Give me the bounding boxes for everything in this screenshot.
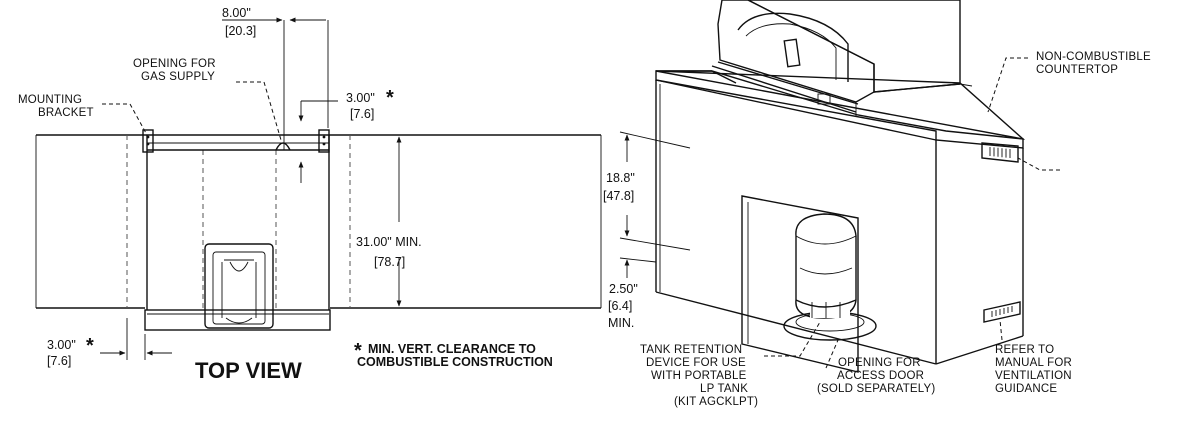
label-ventilation-4: GUIDANCE <box>995 383 1057 395</box>
note-line-2: COMBUSTIBLE CONSTRUCTION <box>357 355 553 369</box>
dim-top-clearance: 3.00" <box>346 91 375 105</box>
label-access-door-2: ACCESS DOOR <box>837 370 924 382</box>
dim-depth-cm: [78.7] <box>374 255 405 269</box>
dim-8in: 8.00" <box>222 6 251 20</box>
label-access-door-3: (SOLD SEPARATELY) <box>817 383 935 395</box>
lp-tank-outline <box>204 243 274 329</box>
label-countertop-2: COUNTERTOP <box>1036 64 1118 76</box>
dim-depth: 31.00" MIN. <box>356 235 422 249</box>
lp-tank <box>783 213 877 341</box>
label-tank-retention-1: TANK RETENTION <box>640 344 742 356</box>
top-view-title: TOP VIEW <box>195 358 302 383</box>
dim-height-cm: [47.8] <box>603 189 634 203</box>
dim-top-clearance-cm: [7.6] <box>350 107 374 121</box>
top-clearance-star: * <box>386 87 394 109</box>
dim-left-clearance-cm: [7.6] <box>47 354 71 368</box>
bottom-ledge <box>144 309 331 331</box>
label-countertop-1: NON-COMBUSTIBLE <box>1036 51 1151 63</box>
label-mounting-bracket-1: MOUNTING <box>18 94 82 106</box>
label-gas-opening-2: GAS SUPPLY <box>141 71 215 83</box>
label-tank-retention-5: (KIT AGCKLPT) <box>674 396 758 408</box>
gas-supply-opening <box>275 142 291 151</box>
dim-left-clearance: 3.00" <box>47 338 76 352</box>
label-tank-retention-3: WITH PORTABLE <box>651 370 747 382</box>
access-door-opening <box>741 195 859 373</box>
label-tank-retention-4: LP TANK <box>700 383 748 395</box>
mounting-bracket-right <box>318 129 330 153</box>
label-ventilation-2: MANUAL FOR <box>995 357 1072 369</box>
note-line-1: MIN. VERT. CLEARANCE TO <box>368 342 536 356</box>
dim-floor-cm: [6.4] <box>608 299 632 313</box>
mounting-bracket-left <box>142 129 154 153</box>
dim-8in-cm: [20.3] <box>225 24 256 38</box>
left-clearance-star: * <box>86 335 94 357</box>
dim-floor-min: MIN. <box>608 316 634 330</box>
label-tank-retention-2: DEVICE FOR USE <box>646 357 746 369</box>
dim-height: 18.8" <box>606 171 635 185</box>
dim-floor: 2.50" <box>609 282 638 296</box>
top-view-drawing <box>35 17 602 360</box>
vent-top <box>981 142 1019 163</box>
label-mounting-bracket-2: BRACKET <box>38 107 94 119</box>
label-ventilation-1: REFER TO <box>995 344 1054 356</box>
label-ventilation-3: VENTILATION <box>995 370 1072 382</box>
label-gas-opening-1: OPENING FOR <box>133 58 216 70</box>
label-access-door-1: OPENING FOR <box>838 357 921 369</box>
iso-view-drawing <box>619 0 1060 373</box>
pizza-oven <box>711 0 973 116</box>
note-star: * <box>354 340 362 362</box>
vent-bottom <box>983 301 1021 323</box>
